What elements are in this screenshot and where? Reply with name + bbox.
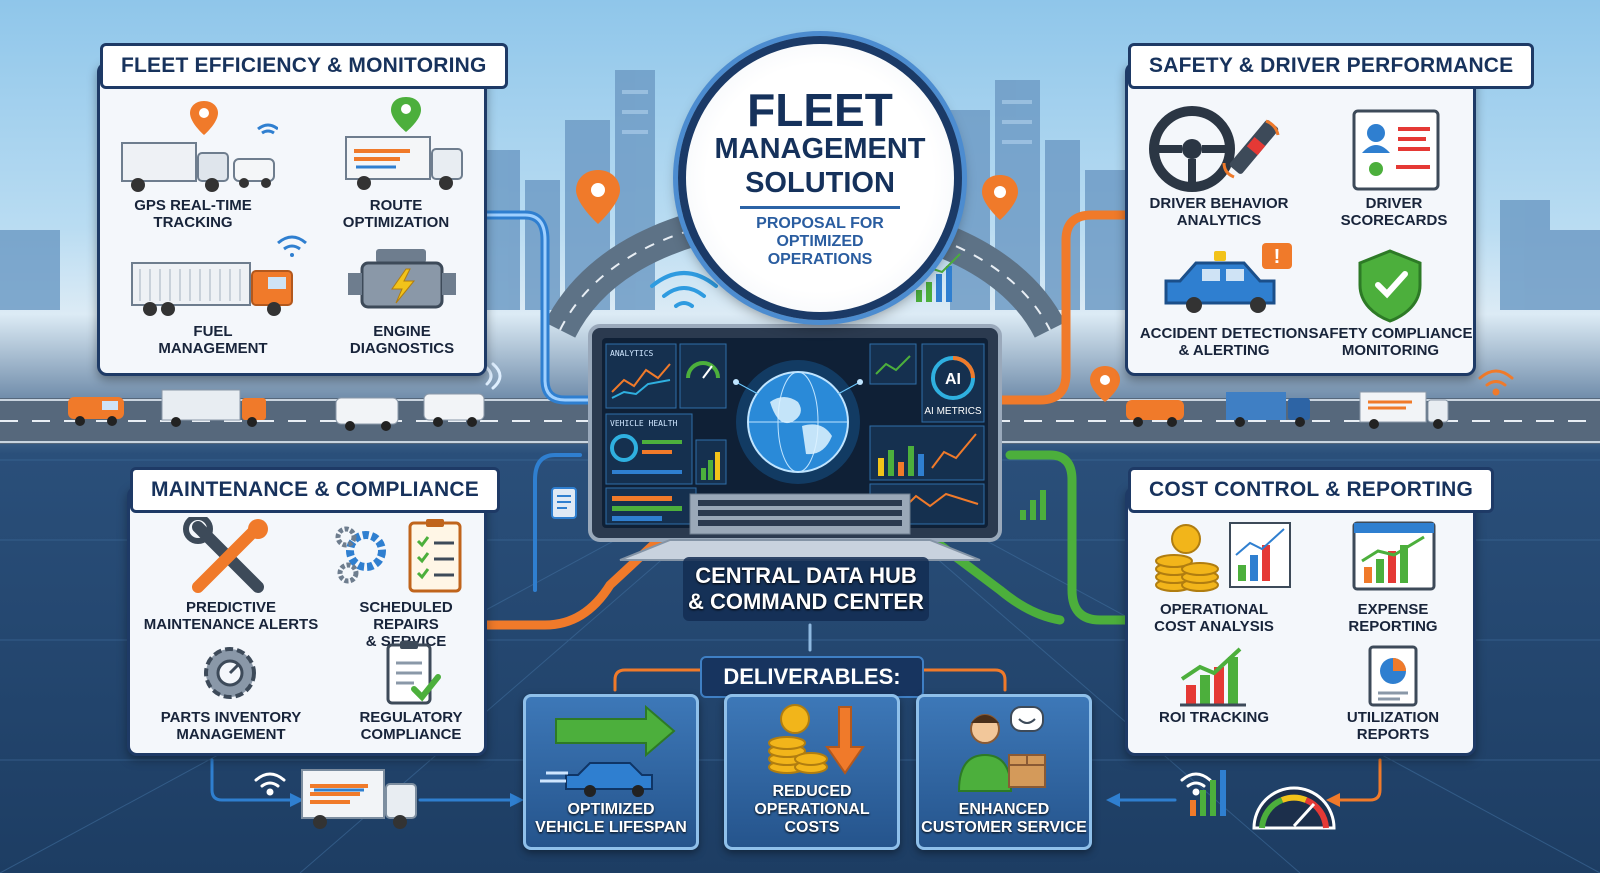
title-subtitle: PROPOSAL FOR OPTIMIZED OPERATIONS <box>756 215 884 268</box>
car-alert-icon: ! <box>1164 243 1292 313</box>
item-roi-tracking: ROI TRACKING <box>1134 645 1294 726</box>
item-label: SAFETY COMPLIANCE MONITORING <box>1308 325 1473 359</box>
title-line-1: FLEET <box>747 84 893 136</box>
title-line-3: SOLUTION <box>745 167 895 199</box>
truck-icon <box>121 101 278 192</box>
item-label: ENGINE DIAGNOSTICS <box>349 323 455 357</box>
item-label: UTILIZATION REPORTS <box>1346 709 1440 743</box>
item-parts-inventory: PARTS INVENTORY MANAGEMENT <box>136 639 326 743</box>
screen-label-vehicle-health: VEHICLE HEALTH <box>610 419 678 428</box>
deliverable-vehicle-lifespan: OPTIMIZED VEHICLE LIFESPAN <box>523 694 699 850</box>
deliverable-customer-service: ENHANCED CUSTOMER SERVICE <box>916 694 1092 850</box>
delivery-truck-icon <box>301 769 417 829</box>
wifi-icon <box>254 362 1212 796</box>
hub-label: CENTRAL DATA HUB & COMMAND CENTER <box>683 557 929 621</box>
item-label: ACCIDENT DETECTION & ALERTING <box>1139 325 1309 359</box>
item-label: EXPENSE REPORTING <box>1348 601 1438 635</box>
title-badge: FLEET MANAGEMENT SOLUTION PROPOSAL FOR O… <box>678 36 962 320</box>
car-arrow-icon <box>540 704 676 797</box>
screen-label-ai-metrics: AI METRICS <box>924 406 982 417</box>
item-accident-detection: ! ACCIDENT DETECTION & ALERTING <box>1134 241 1314 359</box>
panel-cost-control: COST CONTROL & REPORTING OPERATIONAL COS… <box>1125 467 1495 756</box>
wrench-icon <box>183 517 268 593</box>
steering-wheel-icon <box>1149 106 1280 192</box>
customer-service-icon <box>957 706 1046 792</box>
item-label: ROI TRACKING <box>1159 709 1269 726</box>
skyline-windows <box>622 90 1032 144</box>
seatbelt-icon <box>1222 119 1280 179</box>
item-regulatory-compliance: REGULATORY COMPLIANCE <box>336 639 486 743</box>
wifi-icon <box>1478 369 1514 396</box>
item-utilization-reports: UTILIZATION REPORTS <box>1318 645 1468 743</box>
title-divider <box>740 206 900 209</box>
shield-check-icon <box>1358 249 1422 323</box>
item-route-optimization: ROUTE OPTIMIZATION <box>316 93 476 231</box>
item-label: GPS REAL-TIME TRACKING <box>134 197 252 231</box>
document-icon <box>551 487 577 519</box>
command-center-laptop: ANALYTICS VEHICLE HEALTH AI AI METRICS <box>588 324 1002 561</box>
item-operational-cost: OPERATIONAL COST ANALYSIS <box>1134 515 1294 635</box>
item-predictive-maintenance: PREDICTIVE MAINTENANCE ALERTS <box>136 517 326 633</box>
item-label: DRIVER SCORECARDS <box>1340 195 1448 229</box>
item-driver-scorecards: DRIVER SCORECARDS <box>1324 105 1464 229</box>
clipboard-icon <box>408 519 462 593</box>
screen-label-ai: AI <box>945 371 961 388</box>
coins-down-icon <box>768 704 865 775</box>
svg-text:!: ! <box>1274 246 1281 268</box>
speedometer-icon <box>1252 786 1336 830</box>
report-chart-icon <box>1352 521 1436 591</box>
pie-report-icon <box>1368 645 1418 707</box>
title-line-2: MANAGEMENT <box>714 133 926 165</box>
item-label: PREDICTIVE MAINTENANCE ALERTS <box>143 599 319 633</box>
screen-label-analytics: ANALYTICS <box>610 349 654 358</box>
item-label: OPERATIONAL COST ANALYSIS <box>1154 601 1274 635</box>
item-safety-compliance: SAFETY COMPLIANCE MONITORING <box>1308 245 1473 359</box>
deliverable-reduced-costs: REDUCED OPERATIONAL COSTS <box>724 694 900 850</box>
engine-icon <box>348 249 456 309</box>
map-pin-icon <box>576 170 1120 402</box>
wifi-icon <box>650 271 718 308</box>
overpass-road-line <box>559 213 1051 331</box>
deliverable-label: REDUCED OPERATIONAL COSTS <box>754 783 870 836</box>
id-card-icon <box>1352 109 1440 191</box>
item-label: ROUTE OPTIMIZATION <box>342 197 450 231</box>
panel-heading: FLEET EFFICIENCY & MONITORING <box>100 43 508 89</box>
item-expense-reporting: EXPENSE REPORTING <box>1318 515 1468 635</box>
wifi-icon <box>131 235 307 316</box>
road-vehicles <box>68 389 1449 431</box>
deliverables-label: DELIVERABLES: <box>700 656 924 698</box>
gauge-gear-icon <box>204 647 256 699</box>
item-label: REGULATORY COMPLIANCE <box>359 709 463 743</box>
bar-chart-icon <box>1229 522 1291 588</box>
gears-icon <box>335 519 462 593</box>
globe-icon <box>733 360 863 484</box>
clipboard-check-icon <box>386 641 441 705</box>
flow-arrows <box>210 210 1382 802</box>
deliverable-label: ENHANCED CUSTOMER SERVICE <box>921 801 1087 836</box>
item-engine-diagnostics: ENGINE DIAGNOSTICS <box>332 229 472 357</box>
panel-maintenance: MAINTENANCE & COMPLIANCE PREDICTIVE MAIN… <box>127 467 500 756</box>
panel-heading: MAINTENANCE & COMPLIANCE <box>130 467 500 513</box>
item-driver-behavior: DRIVER BEHAVIOR ANALYTICS <box>1134 99 1304 229</box>
deliverable-label: OPTIMIZED VEHICLE LIFESPAN <box>535 801 687 836</box>
item-label: PARTS INVENTORY MANAGEMENT <box>160 709 302 743</box>
panel-heading: COST CONTROL & REPORTING <box>1128 467 1495 513</box>
bar-chart-icon <box>1180 647 1246 707</box>
delivery-truck-icon <box>345 97 463 190</box>
item-gps-tracking: GPS REAL-TIME TRACKING <box>108 93 278 231</box>
panel-heading: SAFETY & DRIVER PERFORMANCE <box>1128 43 1535 89</box>
coins-icon <box>1155 522 1291 592</box>
panel-safety: SAFETY & DRIVER PERFORMANCE DRIVER BEHAV… <box>1125 43 1535 376</box>
item-label: FUEL MANAGEMENT <box>158 323 268 357</box>
item-label: DRIVER BEHAVIOR ANALYTICS <box>1149 195 1289 229</box>
item-fuel-management: FUEL MANAGEMENT <box>118 225 308 357</box>
item-scheduled-repairs: SCHEDULED REPAIRS & SERVICE <box>326 517 486 650</box>
panel-fleet-efficiency: FLEET EFFICIENCY & MONITORING GPS REAL-T… <box>97 43 508 376</box>
bar-chart-icon <box>911 253 1226 816</box>
